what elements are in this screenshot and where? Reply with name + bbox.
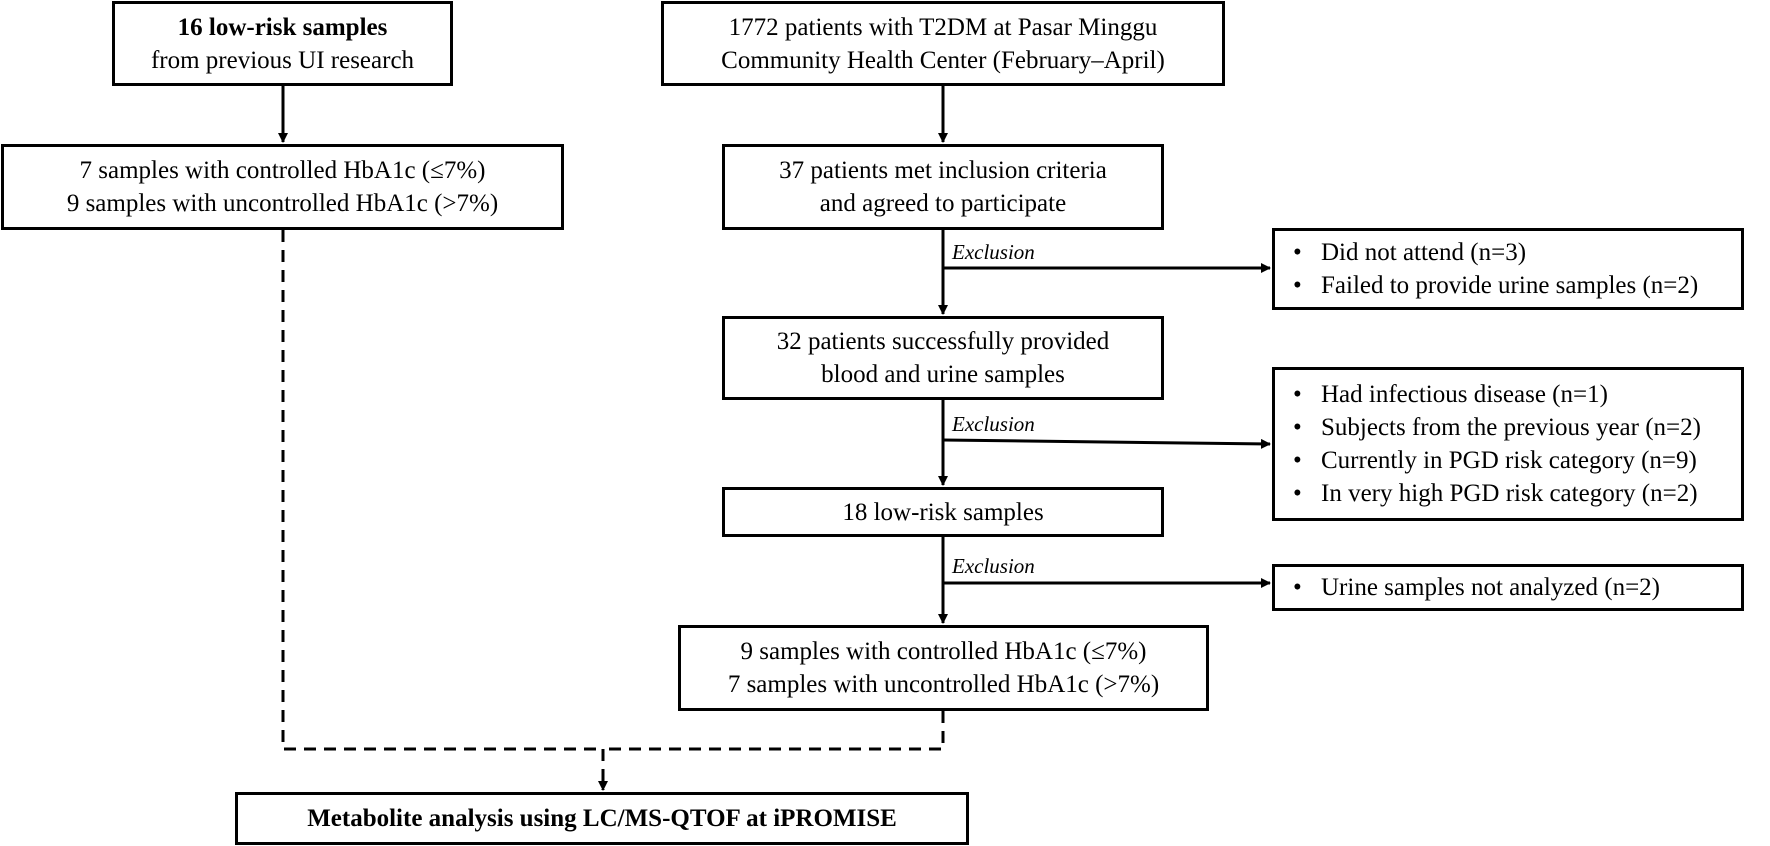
previous-hba1c-split-box: 7 samples with controlled HbA1c (≤7%) 9 … [1,144,564,230]
population-line-1: 1772 patients with T2DM at Pasar Minggu [728,13,1158,41]
inclusion-line-2: and agreed to participate [819,190,1067,217]
final-hba1c-split-box: 9 samples with controlled HbA1c (≤7%) 7 … [678,625,1209,711]
previous-controlled-line: 7 samples with controlled HbA1c (≤7%) [79,157,486,184]
population-line-2: Community Health Center (February–April) [721,46,1165,74]
dashed-merge-left [281,230,603,751]
list-item: Did not attend (n=3) [1287,236,1731,269]
list-item: Subjects from the previous year (n=2) [1287,411,1731,444]
previous-research-title: 16 low-risk samples [177,13,388,41]
inclusion-line-1: 37 patients met inclusion criteria [779,157,1107,184]
lowrisk-label: 18 low-risk samples [842,498,1044,526]
lowrisk-samples-box: 18 low-risk samples [722,487,1164,537]
population-box: 1772 patients with T2DM at Pasar Minggu … [661,1,1225,86]
provided-line-1: 32 patients successfully provided [776,328,1110,355]
provided-samples-box: 32 patients successfully provided blood … [722,316,1164,400]
list-item: Currently in PGD risk category (n=9) [1287,444,1731,477]
provided-line-2: blood and urine samples [821,361,1065,388]
exclusion-list-2: Had infectious disease (n=1) Subjects fr… [1272,367,1744,521]
exclusion-label-1: Exclusion [952,240,1035,264]
previous-research-subtitle: from previous UI research [150,46,415,74]
arrow-exclusion-2 [942,438,1271,449]
previous-research-box: 16 low-risk samples from previous UI res… [112,1,453,86]
exclusion-label-2: Exclusion [952,412,1035,436]
final-uncontrolled-line: 7 samples with uncontrolled HbA1c (>7%) [727,671,1160,698]
exclusion-list-3: Urine samples not analyzed (n=2) [1272,564,1744,611]
exclusion-label-3: Exclusion [952,554,1035,578]
dashed-merge-right [603,711,945,751]
final-analysis-box: Metabolite analysis using LC/MS-QTOF at … [235,792,969,845]
list-item: Had infectious disease (n=1) [1287,378,1731,411]
previous-uncontrolled-line: 9 samples with uncontrolled HbA1c (>7%) [66,190,499,217]
list-item: Urine samples not analyzed (n=2) [1287,571,1731,604]
list-item: Failed to provide urine samples (n=2) [1287,269,1731,302]
list-item: In very high PGD risk category (n=2) [1287,477,1731,510]
exclusion-list-1: Did not attend (n=3) Failed to provide u… [1272,228,1744,310]
final-controlled-line: 9 samples with controlled HbA1c (≤7%) [740,638,1147,665]
inclusion-box: 37 patients met inclusion criteria and a… [722,144,1164,230]
final-analysis-label: Metabolite analysis using LC/MS-QTOF at … [307,805,897,832]
